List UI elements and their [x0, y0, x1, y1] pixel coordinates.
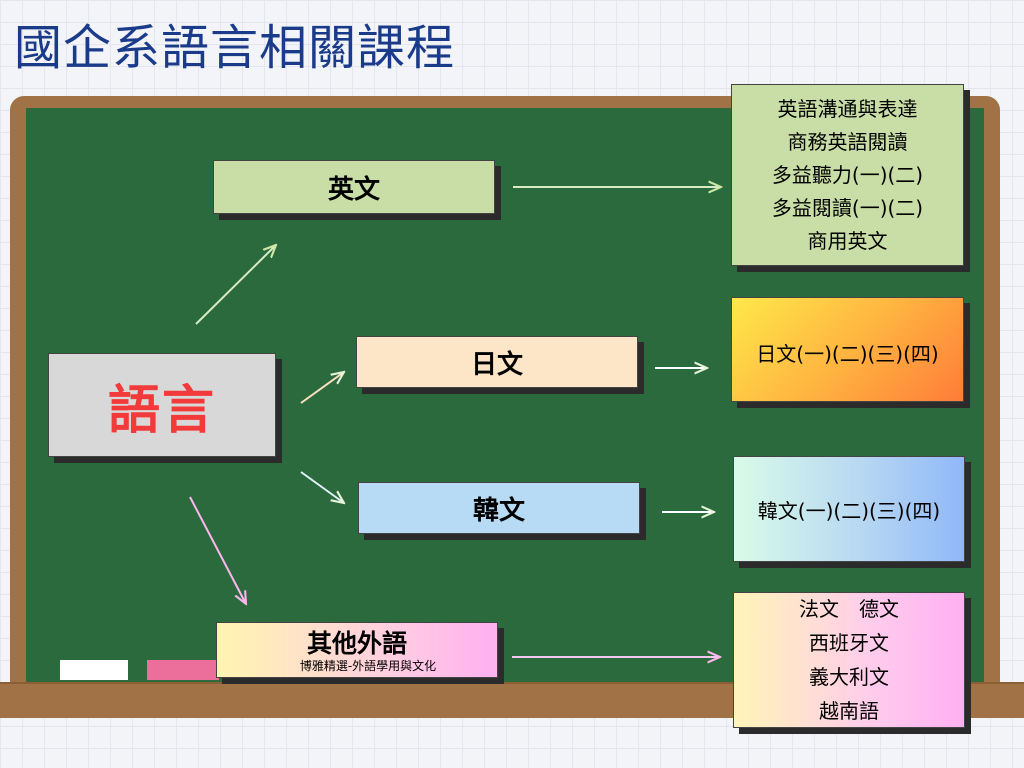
arrow-to-other [189, 496, 246, 604]
course-item: 商用英文 [807, 228, 888, 253]
course-item: 越南語 [819, 699, 879, 723]
korean-branch-box: 韓文 [358, 482, 640, 534]
arrow-to-japanese [300, 372, 344, 404]
course-item: 多益聽力(一)(二) [771, 162, 924, 187]
japanese-branch-label: 日文 [470, 349, 523, 380]
other-languages-branch-label: 其他外語 [306, 629, 407, 658]
arrow-to-korean [300, 471, 344, 503]
english-courses-box: 英語溝通與表達 商務英語閱讀 多益聽力(一)(二) 多益閱讀(一)(二) 商用英… [731, 84, 964, 266]
pink-chalk-eraser [147, 660, 219, 680]
course-item: 多益閱讀(一)(二) [771, 195, 924, 220]
page-title: 國企系語言相關課程 [14, 20, 456, 76]
course-item: 西班牙文 [809, 631, 889, 655]
english-branch-box: 英文 [213, 160, 495, 214]
course-item: 義大利文 [809, 665, 889, 689]
language-center-box: 語言 [48, 353, 276, 457]
course-item: 日文(一)(二)(三)(四) [756, 342, 939, 366]
other-languages-sublabel: 博雅精選-外語學用與文化 [299, 659, 437, 673]
japanese-branch-box: 日文 [356, 336, 638, 388]
white-chalk-eraser [60, 660, 128, 680]
course-item: 韓文(一)(二)(三)(四) [757, 498, 941, 523]
english-branch-label: 英文 [327, 174, 380, 205]
japanese-courses-box: 日文(一)(二)(三)(四) [731, 297, 964, 402]
language-center-label: 語言 [107, 380, 216, 441]
course-item: 商務英語閱讀 [787, 129, 908, 154]
arrow-to-english [195, 245, 276, 325]
korean-courses-box: 韓文(一)(二)(三)(四) [733, 456, 965, 562]
korean-branch-label: 韓文 [472, 495, 525, 526]
course-item: 英語溝通與表達 [777, 96, 918, 121]
course-item: 法文 德文 [799, 597, 899, 621]
other-languages-branch-box: 其他外語 博雅精選-外語學用與文化 [216, 622, 498, 678]
other-languages-courses-box: 法文 德文 西班牙文 義大利文 越南語 [733, 592, 965, 728]
